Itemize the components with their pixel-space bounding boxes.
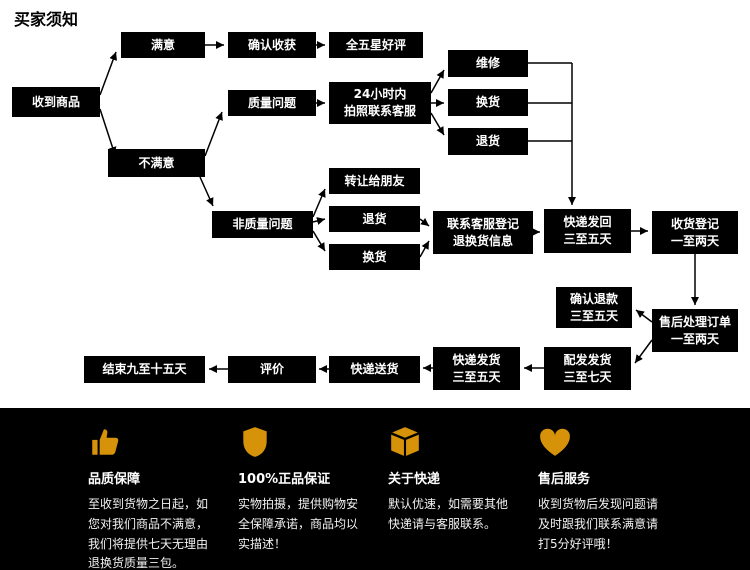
package-icon (388, 422, 536, 462)
node-repair: 维修 (448, 50, 528, 77)
node-five-star-review: 全五星好评 (329, 32, 423, 58)
node-return: 退货 (448, 128, 528, 155)
node-review: 评价 (228, 356, 316, 383)
footer-body-authentic: 实物拍摄，提供购物安 全保障承诺，商品均以 实描述！ (238, 497, 359, 551)
node-register-return-info: 联系客服登记 退换货信息 (433, 211, 533, 254)
node-satisfied: 满意 (121, 32, 205, 58)
footer-body-aftersales: 收到货物后发现问题请 及时跟我们联系满意请 打5分好评哦！ (538, 497, 659, 551)
node-return-2: 退货 (329, 206, 420, 232)
node-confirm-receipt: 确认收获 (228, 32, 316, 58)
node-express-shipment: 快递发货 三至五天 (433, 347, 520, 390)
footer-col-shipping: 关于快递 默认优速，如需要其他 快递请与客服联系。 (388, 422, 536, 535)
node-aftersales-order: 售后处理订单 一至两天 (652, 309, 738, 352)
shield-icon (238, 422, 386, 462)
footer-col-quality: 品质保障 至收到货物之日起，如 您对我们商品不满意， 我们将提供七天无理由 退换… (88, 422, 236, 570)
footer-title-authentic: 100%正品保证 (238, 472, 331, 487)
node-express-sendback: 快递发回 三至五天 (544, 209, 631, 253)
page-title: 买家须知 (14, 10, 79, 29)
node-express-delivery: 快递送货 (329, 356, 420, 383)
node-contact-service-24h: 24小时内 拍照联系客服 (329, 82, 431, 124)
footer-col-aftersales: 售后服务 收到货物后发现问题请 及时跟我们联系满意请 打5分好评哦！ (538, 422, 686, 554)
node-received-goods: 收到商品 (12, 87, 100, 117)
node-exchange-2: 换货 (329, 244, 420, 270)
node-transfer-to-friend: 转让给朋友 (329, 168, 420, 194)
footer-title-quality: 品质保障 (88, 472, 141, 487)
footer-body-shipping: 默认优速，如需要其他 快递请与客服联系。 (388, 497, 509, 531)
thumbs-up-icon (88, 422, 236, 462)
node-exchange: 换货 (448, 89, 528, 116)
footer: 品质保障 至收到货物之日起，如 您对我们商品不满意， 我们将提供七天无理由 退换… (0, 408, 750, 570)
footer-title-shipping: 关于快递 (388, 472, 441, 487)
footer-title-aftersales: 售后服务 (538, 472, 591, 487)
node-quality-issue: 质量问题 (228, 90, 316, 116)
node-non-quality-issue: 非质量问题 (212, 211, 313, 238)
node-receipt-registration: 收货登记 一至两天 (652, 211, 738, 254)
node-dispatch-shipment: 配发发货 三至七天 (544, 347, 631, 390)
node-unsatisfied: 不满意 (108, 149, 205, 177)
heart-icon (538, 422, 686, 462)
node-confirm-refund: 确认退款 三至五天 (556, 287, 632, 328)
footer-body-quality: 至收到货物之日起，如 您对我们商品不满意， 我们将提供七天无理由 退换货质量三包… (88, 497, 209, 570)
node-end-9-to-15-days: 结束九至十五天 (84, 356, 205, 383)
footer-col-authentic: 100%正品保证 实物拍摄，提供购物安 全保障承诺，商品均以 实描述！ (238, 422, 386, 554)
